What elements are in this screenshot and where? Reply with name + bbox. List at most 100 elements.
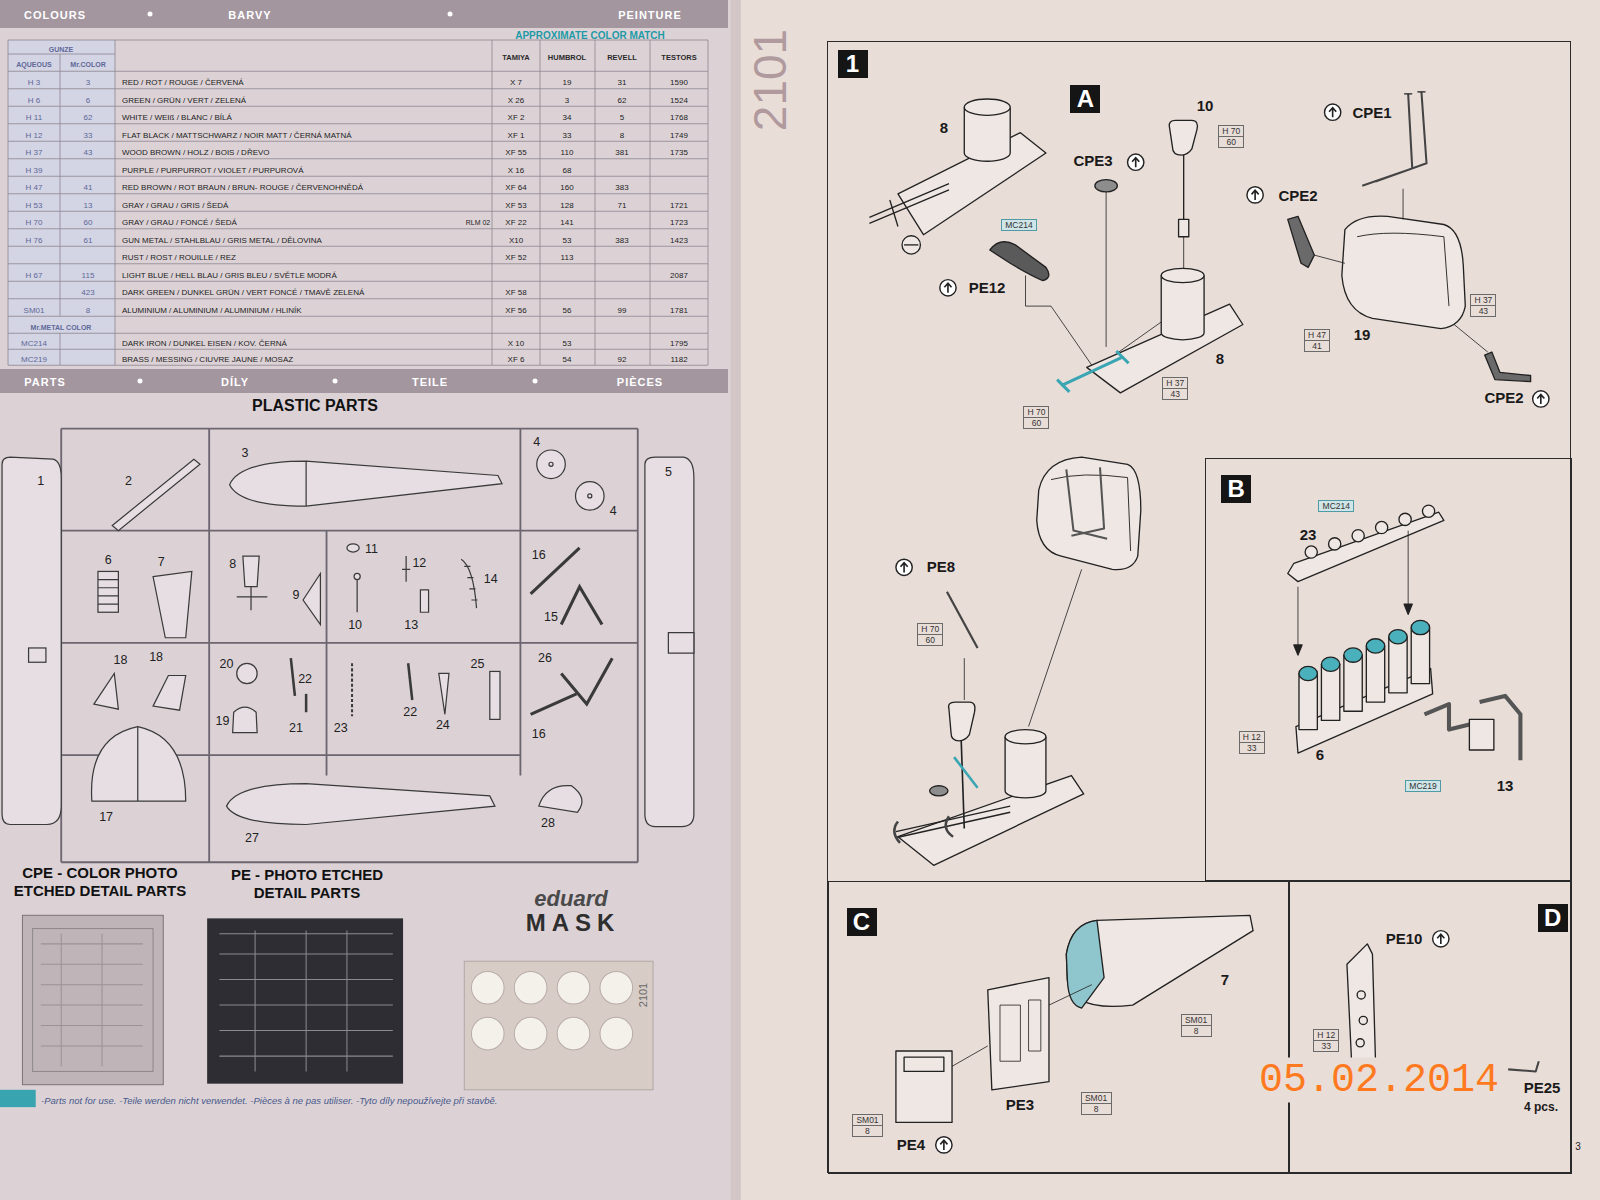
color-code: 8 bbox=[1182, 1025, 1211, 1036]
table-cell: WOOD BROWN / HOLZ / BOIS / DŘEVO bbox=[122, 148, 270, 157]
step-letter: A bbox=[1070, 85, 1100, 113]
color-code: 8 bbox=[853, 1125, 882, 1136]
label-anchor: 6 bbox=[1316, 746, 1324, 764]
label-anchor: 92 bbox=[618, 348, 627, 366]
part-number: 15 bbox=[544, 610, 558, 624]
page-number: 3 bbox=[1575, 1141, 1581, 1152]
label-anchor: 141 bbox=[560, 211, 573, 229]
part-number: 11 bbox=[365, 542, 378, 556]
table-cell: XF 1 bbox=[508, 131, 525, 140]
label-anchor: SM01 bbox=[24, 299, 45, 317]
label-anchor: 381 bbox=[615, 141, 628, 159]
label-anchor: 423 bbox=[81, 281, 94, 299]
table-cell: 92 bbox=[618, 355, 627, 364]
label-anchor: 1735 bbox=[670, 141, 688, 159]
label-anchor: 22 bbox=[403, 702, 417, 720]
table-cell: 31 bbox=[618, 78, 627, 87]
label-anchor: PE10 bbox=[1386, 930, 1423, 948]
label-anchor: -Parts not for use. -Teile werden nicht … bbox=[41, 1090, 497, 1108]
label-anchor: APPROXIMATE COLOR MATCH bbox=[515, 25, 665, 43]
label-anchor: 1749 bbox=[670, 124, 688, 142]
table-cell: 8 bbox=[620, 131, 624, 140]
step-letter: B bbox=[1221, 475, 1251, 503]
logo-text: eduard bbox=[534, 886, 607, 912]
color-code: 60 bbox=[84, 218, 93, 227]
table-cell: XF 58 bbox=[505, 288, 526, 297]
table-cell: 53 bbox=[563, 339, 572, 348]
color-code: 43 bbox=[1471, 305, 1495, 316]
label-anchor: WHITE / WEIß / BLANC / BÍLÁ bbox=[122, 106, 232, 124]
label-anchor: 19 bbox=[1354, 326, 1371, 344]
label-anchor: PLASTIC PARTS bbox=[252, 397, 378, 415]
part-number: 5 bbox=[665, 465, 672, 479]
color-callout: MC219 bbox=[1405, 780, 1441, 792]
part-number: 2 bbox=[125, 474, 132, 488]
table-cell: 19 bbox=[563, 78, 572, 87]
color-code: H 12 bbox=[1314, 1030, 1338, 1040]
table-cell: 1182 bbox=[670, 355, 687, 364]
color-callout: H 3743 bbox=[1162, 377, 1188, 400]
label-anchor: GUNZE bbox=[49, 38, 74, 56]
color-callout: H 7060 bbox=[1218, 125, 1244, 148]
label-anchor: eduard bbox=[534, 886, 607, 912]
column-header: TAMIYA bbox=[502, 53, 530, 62]
label-anchor: 6 bbox=[86, 89, 90, 107]
step-panel: H 1233D bbox=[1289, 881, 1573, 1175]
table-cell: PURPLE / PURPURROT / VIOLET / PURPUROVÁ bbox=[122, 166, 304, 175]
label-anchor: LIGHT BLUE / HELL BLAU / GRIS BLEU / SVĚ… bbox=[122, 264, 337, 282]
header-band-text: BARVY bbox=[228, 9, 271, 21]
label-anchor: GRAY / GRAU / FONCÉ / ŠEDÁ bbox=[122, 211, 237, 229]
color-callout: MC214 bbox=[1318, 500, 1354, 512]
footnote: -Parts not for use. -Teile werden nicht … bbox=[41, 1095, 497, 1106]
table-cell: 56 bbox=[563, 306, 572, 315]
label-anchor: X 26 bbox=[508, 89, 524, 107]
table-cell: GRAY / GRAU / FONCÉ / ŠEDÁ bbox=[122, 218, 237, 227]
part-number: 21 bbox=[289, 721, 303, 735]
color-code: 115 bbox=[82, 271, 95, 280]
label-anchor: 383 bbox=[615, 229, 628, 247]
color-code: H 76 bbox=[26, 236, 43, 245]
color-code: H 37 bbox=[1471, 295, 1495, 305]
label-anchor: 8 bbox=[229, 554, 236, 572]
color-code: 60 bbox=[1219, 136, 1243, 147]
label-anchor: RED / ROT / ROUGE / ČERVENÁ bbox=[122, 71, 244, 89]
label-anchor: 14 bbox=[484, 569, 498, 587]
table-cell: 113 bbox=[561, 253, 574, 262]
table-cell: 33 bbox=[563, 131, 572, 140]
step-letter: C bbox=[847, 908, 877, 936]
label-anchor: 54 bbox=[563, 348, 572, 366]
label-anchor: 7 bbox=[1221, 971, 1229, 989]
part-number: 19 bbox=[215, 714, 229, 728]
part-number: 23 bbox=[334, 721, 348, 735]
label-anchor: CPE3 bbox=[1073, 152, 1112, 170]
label-anchor: 1721 bbox=[670, 194, 688, 212]
part-number: 22 bbox=[403, 705, 417, 719]
part-number: PE4 bbox=[897, 1136, 925, 1153]
label-anchor: 10 bbox=[348, 615, 362, 633]
color-callout: H 7060 bbox=[1023, 406, 1049, 429]
label-anchor: 24 bbox=[436, 715, 450, 733]
part-number: 16 bbox=[532, 727, 546, 741]
table-cell: X10 bbox=[509, 236, 523, 245]
label-anchor: 1768 bbox=[670, 106, 688, 124]
part-number: 3 bbox=[241, 446, 248, 460]
part-number: 26 bbox=[538, 651, 552, 665]
label-anchor: H 76 bbox=[26, 229, 43, 247]
label-anchor: X10 bbox=[509, 229, 523, 247]
label-anchor: H 37 bbox=[26, 141, 43, 159]
label-anchor: 33 bbox=[84, 124, 93, 142]
label-anchor: 6 bbox=[105, 550, 112, 568]
label-anchor: 41 bbox=[84, 176, 93, 194]
table-cell: XF 55 bbox=[505, 148, 526, 157]
label-anchor: CPE2 bbox=[1278, 187, 1317, 205]
label-anchor: XF 2 bbox=[508, 106, 525, 124]
part-number: PE10 bbox=[1386, 930, 1423, 947]
label-anchor: 27 bbox=[245, 828, 259, 846]
label-anchor: 99 bbox=[618, 299, 627, 317]
part-number: 7 bbox=[1221, 971, 1229, 988]
part-number: 4 bbox=[610, 504, 617, 518]
color-code: 6 bbox=[86, 96, 90, 105]
label-anchor: 62 bbox=[618, 89, 627, 107]
table-cell: 160 bbox=[560, 183, 573, 192]
